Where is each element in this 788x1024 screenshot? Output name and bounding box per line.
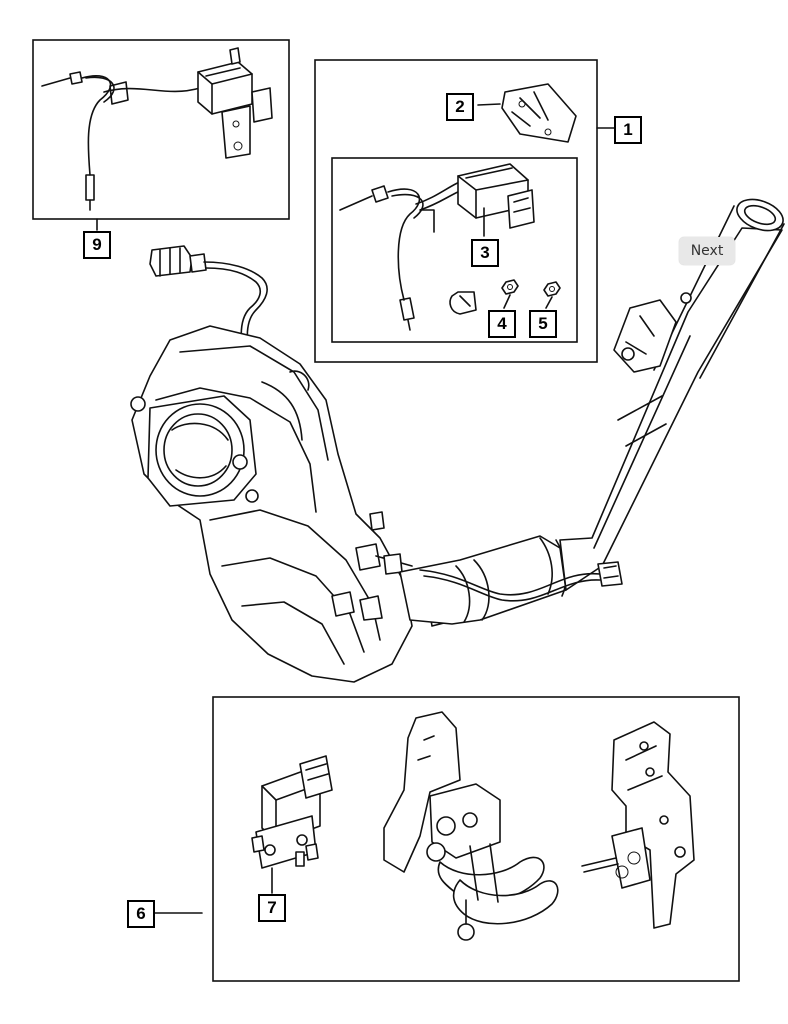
next-button[interactable]: Next: [679, 237, 735, 265]
callout-5: 5: [529, 310, 557, 338]
callout-2: 2: [446, 93, 474, 121]
detail-box-9: [32, 39, 290, 220]
callout-3: 3: [471, 239, 499, 267]
callout-6: 6: [127, 900, 155, 928]
callout-9: 9: [83, 231, 111, 259]
exhaust-assembly: [130, 198, 785, 683]
callout-4: 4: [488, 310, 516, 338]
detail-box-1: [314, 59, 598, 363]
callout-7: 7: [258, 894, 286, 922]
detail-box-6: [212, 696, 740, 982]
callout-1: 1: [614, 116, 642, 144]
